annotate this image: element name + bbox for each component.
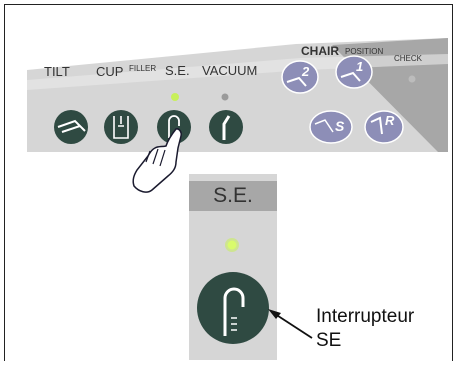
tilt-icon — [57, 119, 86, 133]
cup-filler-icon — [113, 116, 129, 139]
zoom-se-hook-grip — [231, 317, 237, 331]
chair-s-glyph: S — [335, 118, 345, 134]
callout-arrow — [271, 311, 313, 339]
check-indicator-led — [408, 75, 416, 83]
position-label: POSITION — [345, 47, 384, 56]
chair-2-glyph: 2 — [302, 64, 310, 79]
vacuum-icon — [222, 115, 231, 140]
se-label: S.E. — [165, 63, 190, 78]
chair-position-2-button[interactable] — [281, 60, 319, 94]
chair-label: CHAIR — [301, 44, 339, 58]
se-indicator-led — [171, 93, 179, 101]
vacuum-indicator-led — [221, 93, 229, 101]
vacuum-label: VACUUM — [202, 63, 258, 78]
chair-r-glyph: R — [385, 113, 395, 128]
zoom-se-indicator-led — [227, 240, 237, 250]
se-button[interactable] — [157, 110, 191, 144]
zoom-header-label: S.E. — [213, 184, 253, 207]
chair-1-icon — [340, 71, 361, 82]
figure-frame — [4, 4, 453, 361]
tilt-label: TILT — [44, 64, 70, 79]
cup-filler-button[interactable] — [104, 110, 138, 144]
check-label: CHECK — [394, 54, 423, 63]
chair-position-1-button[interactable] — [335, 55, 373, 89]
chair-r-icon — [370, 116, 383, 135]
tilt-button[interactable] — [54, 110, 88, 144]
chair-s-button[interactable] — [309, 110, 353, 144]
filler-label: FILLER — [129, 64, 157, 73]
callout-arrowhead — [268, 309, 281, 319]
chair-2-icon — [286, 76, 307, 87]
chair-r-button[interactable] — [364, 110, 404, 144]
chair-1-glyph: 1 — [356, 59, 364, 74]
zoom-se-hook-icon — [223, 287, 245, 336]
callout-line-1: Interrupteur — [316, 306, 415, 327]
vacuum-button[interactable] — [209, 110, 243, 144]
zoom-se-button[interactable] — [197, 272, 269, 344]
cup-label: CUP — [96, 64, 124, 79]
pointing-hand-icon — [132, 128, 182, 193]
callout-line-2: SE — [316, 330, 342, 351]
se-hook-icon — [168, 115, 180, 138]
chair-s-icon — [314, 119, 334, 133]
zoom-header — [189, 181, 277, 211]
